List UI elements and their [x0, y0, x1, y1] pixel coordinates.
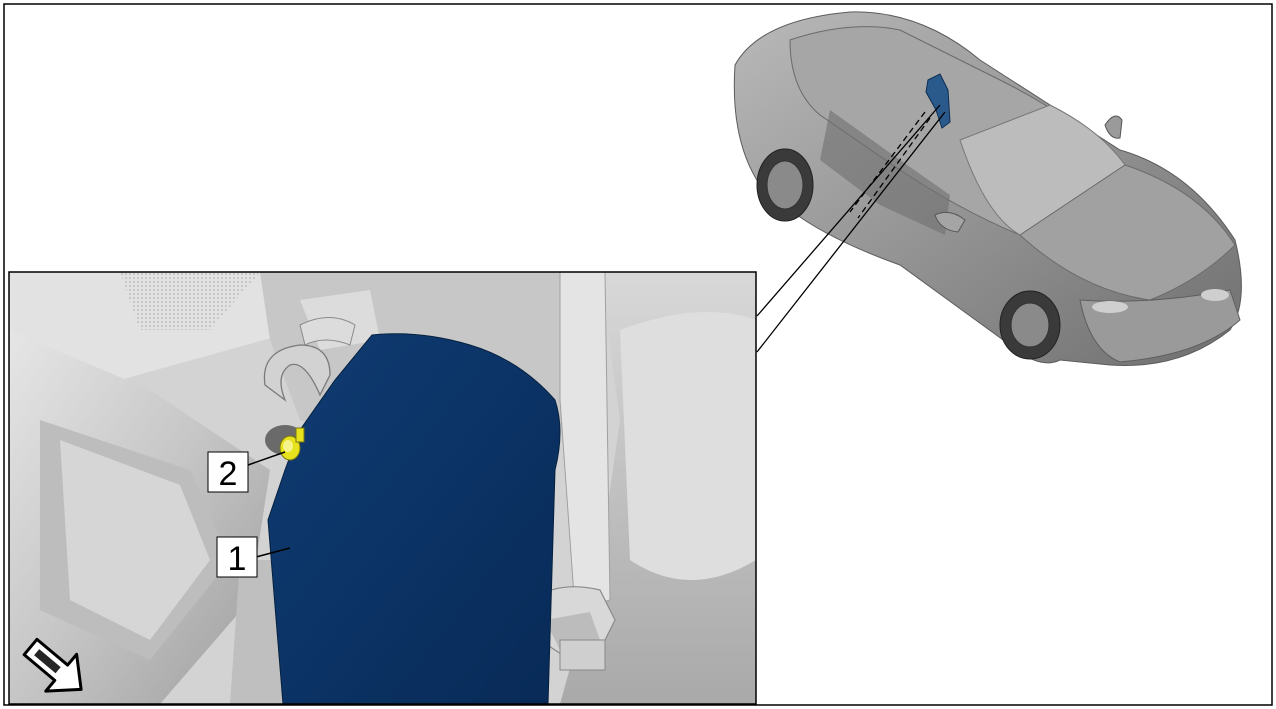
detail-view — [9, 272, 756, 704]
callout-label-1: 1 — [228, 540, 247, 578]
callout-label-2: 2 — [219, 455, 238, 493]
